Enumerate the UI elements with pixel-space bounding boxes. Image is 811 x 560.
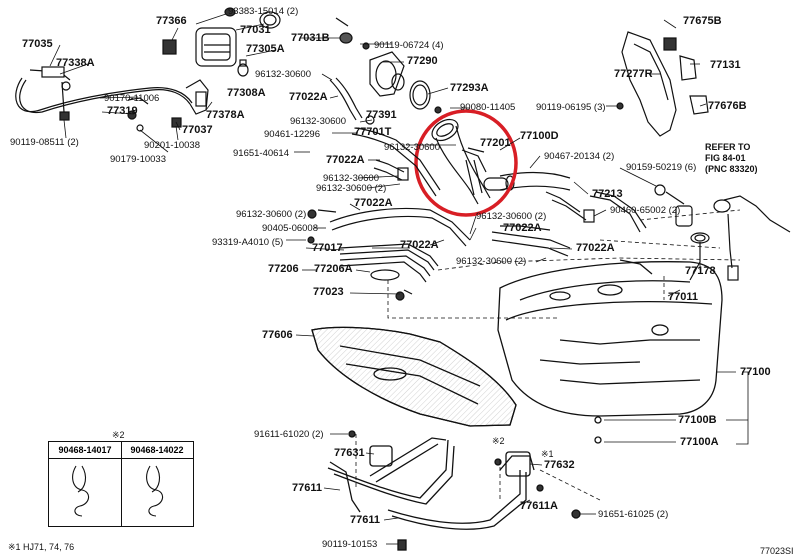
part-label: 77022A bbox=[354, 197, 393, 209]
part-label: 96132-30600 bbox=[290, 116, 346, 127]
part-label: 90119-06724 (4) bbox=[374, 40, 444, 51]
footnote-mark: ※2 bbox=[492, 436, 505, 446]
part-label: 96132-30600 bbox=[255, 69, 311, 80]
fuel-tank bbox=[497, 259, 723, 417]
part-label: 91651-40614 bbox=[233, 148, 289, 159]
part-label: 77290 bbox=[407, 55, 438, 67]
fuel-cable-assembly bbox=[15, 66, 209, 132]
part-label: 77305A bbox=[246, 43, 285, 55]
part-label: 77031 bbox=[240, 24, 271, 36]
part-label: 77701T bbox=[354, 126, 392, 138]
part-label: 77022A bbox=[289, 91, 328, 103]
part-label: 77675B bbox=[683, 15, 722, 27]
part-label: 96132-30600 bbox=[384, 142, 440, 153]
part-label: 77391 bbox=[366, 109, 397, 121]
part-label: 77022A bbox=[576, 242, 615, 254]
part-label: 77606 bbox=[262, 329, 293, 341]
part-label: 96132-30600 (2) bbox=[476, 211, 547, 222]
part-label: 77031B bbox=[291, 32, 330, 44]
part-label: 96132-30600 (2) bbox=[236, 209, 307, 220]
part-label: 90467-20134 (2) bbox=[544, 151, 615, 162]
part-label: 96132-30600 (2) bbox=[456, 256, 527, 267]
part-label: 96132-30600 bbox=[323, 173, 379, 184]
part-label: 77100 bbox=[740, 366, 771, 378]
part-label: 77631 bbox=[334, 447, 365, 459]
clip-drawings bbox=[72, 465, 164, 517]
part-label: 77293A bbox=[450, 82, 489, 94]
footnote-mark: ※2 bbox=[112, 430, 125, 440]
tank-protector-bracket bbox=[616, 31, 709, 137]
part-label: 77611 bbox=[292, 482, 322, 494]
part-label: 91651-61025 (2) bbox=[598, 509, 669, 520]
part-label: 77611A bbox=[520, 500, 558, 512]
part-label: 77319 bbox=[107, 105, 138, 117]
part-label: 90080-11405 bbox=[460, 102, 516, 113]
part-label: 77011 bbox=[668, 291, 698, 303]
part-label: 77676B bbox=[708, 100, 747, 112]
part-label: 77100B bbox=[678, 414, 717, 426]
skid-protector bbox=[311, 326, 517, 427]
footnote-text: ※1 HJ71, 74, 76 bbox=[8, 542, 75, 552]
part-label: 77178 bbox=[685, 265, 716, 277]
part-label: 90119-08511 (2) bbox=[10, 137, 79, 148]
part-label: 77277R bbox=[614, 68, 653, 80]
refer-note-line: (PNC 83320) bbox=[705, 164, 758, 174]
part-label: 90179-10033 bbox=[110, 154, 166, 165]
part-label: 77366 bbox=[156, 15, 187, 27]
inset-column-left: 90468-14017 bbox=[49, 442, 122, 526]
fuel-lid-components bbox=[162, 7, 442, 125]
part-label: 96132-30600 (2) bbox=[316, 183, 387, 194]
part-label: 90159-50219 (6) bbox=[626, 162, 697, 173]
part-label: 77022A bbox=[400, 239, 439, 251]
tank-straps bbox=[327, 416, 602, 551]
part-label: 77611 bbox=[350, 514, 380, 526]
part-label: 77022A bbox=[326, 154, 365, 166]
fuel-gauge-sender bbox=[654, 184, 791, 281]
leader-lines bbox=[49, 13, 749, 545]
part-label: 77037 bbox=[182, 124, 213, 136]
hose-and-tube-lines bbox=[307, 127, 647, 301]
part-label: 90119-06195 (3) bbox=[536, 102, 606, 113]
inset-header-right: 90468-14022 bbox=[121, 442, 193, 459]
inset-header-left: 90468-14017 bbox=[49, 442, 121, 459]
part-label: 77632 bbox=[544, 459, 575, 471]
part-label: 90405-06008 bbox=[262, 223, 318, 234]
part-label: 90461-12296 bbox=[264, 129, 320, 140]
part-label: 77206A bbox=[314, 263, 353, 275]
part-label: 77100D bbox=[520, 130, 559, 142]
part-label: 93319-A4010 (5) bbox=[212, 237, 284, 248]
diagram-code: 77023SI bbox=[760, 546, 794, 556]
part-label: 77100A bbox=[680, 436, 719, 448]
part-label: 77131 bbox=[710, 59, 741, 71]
part-label: 90201-10038 bbox=[144, 140, 200, 151]
dashed-reference-lines bbox=[355, 209, 741, 501]
refer-note-line: FIG 84-01 bbox=[705, 153, 746, 163]
part-label: 77206 bbox=[268, 263, 299, 275]
part-label: 77308A bbox=[227, 87, 266, 99]
part-label: 90170-11006 bbox=[104, 93, 160, 104]
part-label: 93383-15014 (2) bbox=[228, 6, 299, 17]
part-label: 77035 bbox=[22, 38, 53, 50]
part-label: 77023 bbox=[313, 286, 344, 298]
part-label: 77213 bbox=[592, 188, 623, 200]
clip-inset-table: 90468-14017 90468-14022 bbox=[48, 441, 194, 527]
part-label: 77017 bbox=[312, 242, 343, 254]
inset-column-right: 90468-14022 bbox=[121, 442, 193, 526]
part-label: 90460-65002 (2) bbox=[610, 205, 681, 216]
footnote-mark: ※1 bbox=[541, 449, 554, 459]
refer-note-line: REFER TO bbox=[705, 142, 751, 152]
part-label: 90119-10153 bbox=[322, 539, 378, 550]
part-label: 77378A bbox=[206, 109, 245, 121]
part-label: 77022A bbox=[503, 222, 542, 234]
part-label: 77201 bbox=[480, 137, 511, 149]
part-label: 77338A bbox=[56, 57, 95, 69]
part-label: 91611-61020 (2) bbox=[254, 429, 324, 440]
highlight-circle bbox=[414, 109, 518, 217]
